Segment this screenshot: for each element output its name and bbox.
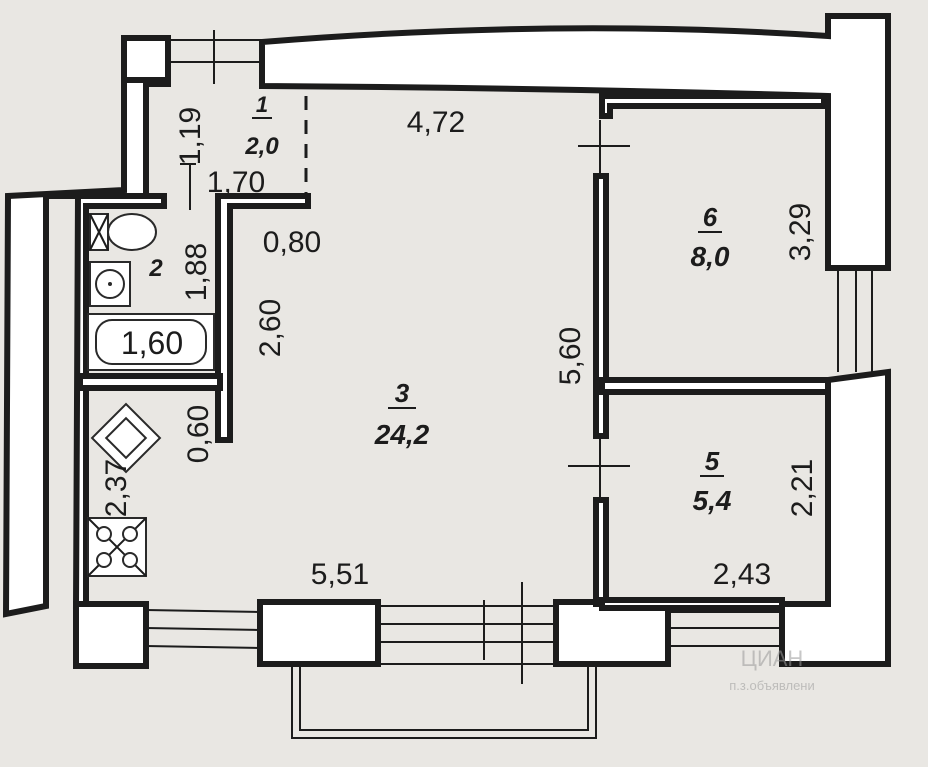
room1-number: 1: [256, 92, 268, 117]
door-marks: [180, 120, 630, 684]
sink-icon: [89, 261, 131, 307]
room6-area: 8,0: [691, 241, 730, 272]
room3-area: 24,2: [374, 419, 430, 450]
room6-bottom-wall: [599, 377, 831, 395]
dim-opening-top: 0,80: [263, 226, 321, 259]
dim-hall-width: 1,70: [207, 166, 265, 199]
window-bottom-right: [668, 611, 782, 647]
window-right: [837, 268, 873, 372]
bottom-wall-block-1: [257, 599, 381, 667]
dim-hall-depth: 1,19: [174, 107, 207, 165]
room6-wall: [599, 93, 827, 119]
watermark-sub: п.з.объявлени: [729, 678, 815, 693]
window-bottom-left: [145, 609, 261, 649]
dim-bath-length: 1,60: [121, 325, 183, 361]
left-outer-wall: [2, 77, 171, 618]
top-left-pillar: [121, 35, 171, 83]
bathtub-icon: [87, 313, 215, 371]
bottom-right-wall: [779, 368, 891, 667]
central-partition-upper: [593, 173, 609, 439]
room1-area: 2,0: [244, 133, 279, 160]
dim-room3-top: 4,72: [407, 106, 465, 139]
dim-partition-short: 0,60: [182, 405, 215, 463]
bottom-wall-block-2: [553, 599, 671, 667]
kitchen-sink-icon: [90, 402, 162, 474]
room5-bottom-wall: [599, 597, 785, 611]
dim-kitchen-wall: 2,37: [100, 459, 133, 517]
central-partition-lower: [593, 497, 609, 607]
dim-room6-height: 3,29: [784, 203, 817, 261]
dim-room5-width: 2,43: [713, 558, 771, 591]
room5-number: 5: [705, 446, 720, 476]
balcony-inner: [299, 663, 589, 731]
balcony: [291, 663, 597, 739]
room3-number: 3: [395, 378, 410, 408]
hall-bottom-wall: [215, 193, 311, 443]
stove-icon: [87, 517, 147, 577]
top-wall: [259, 13, 891, 271]
dim-bath-height: 1,88: [180, 243, 213, 301]
dim-room3-height: 5,60: [554, 327, 587, 385]
toilet-icon: [89, 213, 157, 251]
dim-partition-length: 2,60: [254, 299, 287, 357]
bottom-left-wall: [73, 601, 149, 669]
window-bottom-middle: [378, 600, 556, 660]
room2-number: 2: [148, 255, 163, 282]
watermark-brand: ЦИАН: [741, 646, 804, 671]
dim-room3-bottom: 5,51: [311, 558, 369, 591]
window-top-hall: [168, 30, 262, 84]
dim-room5-height: 2,21: [786, 459, 819, 517]
bath-kitchen-partition: [77, 373, 223, 391]
room5-area: 5,4: [693, 485, 732, 516]
room6-number: 6: [703, 202, 718, 232]
